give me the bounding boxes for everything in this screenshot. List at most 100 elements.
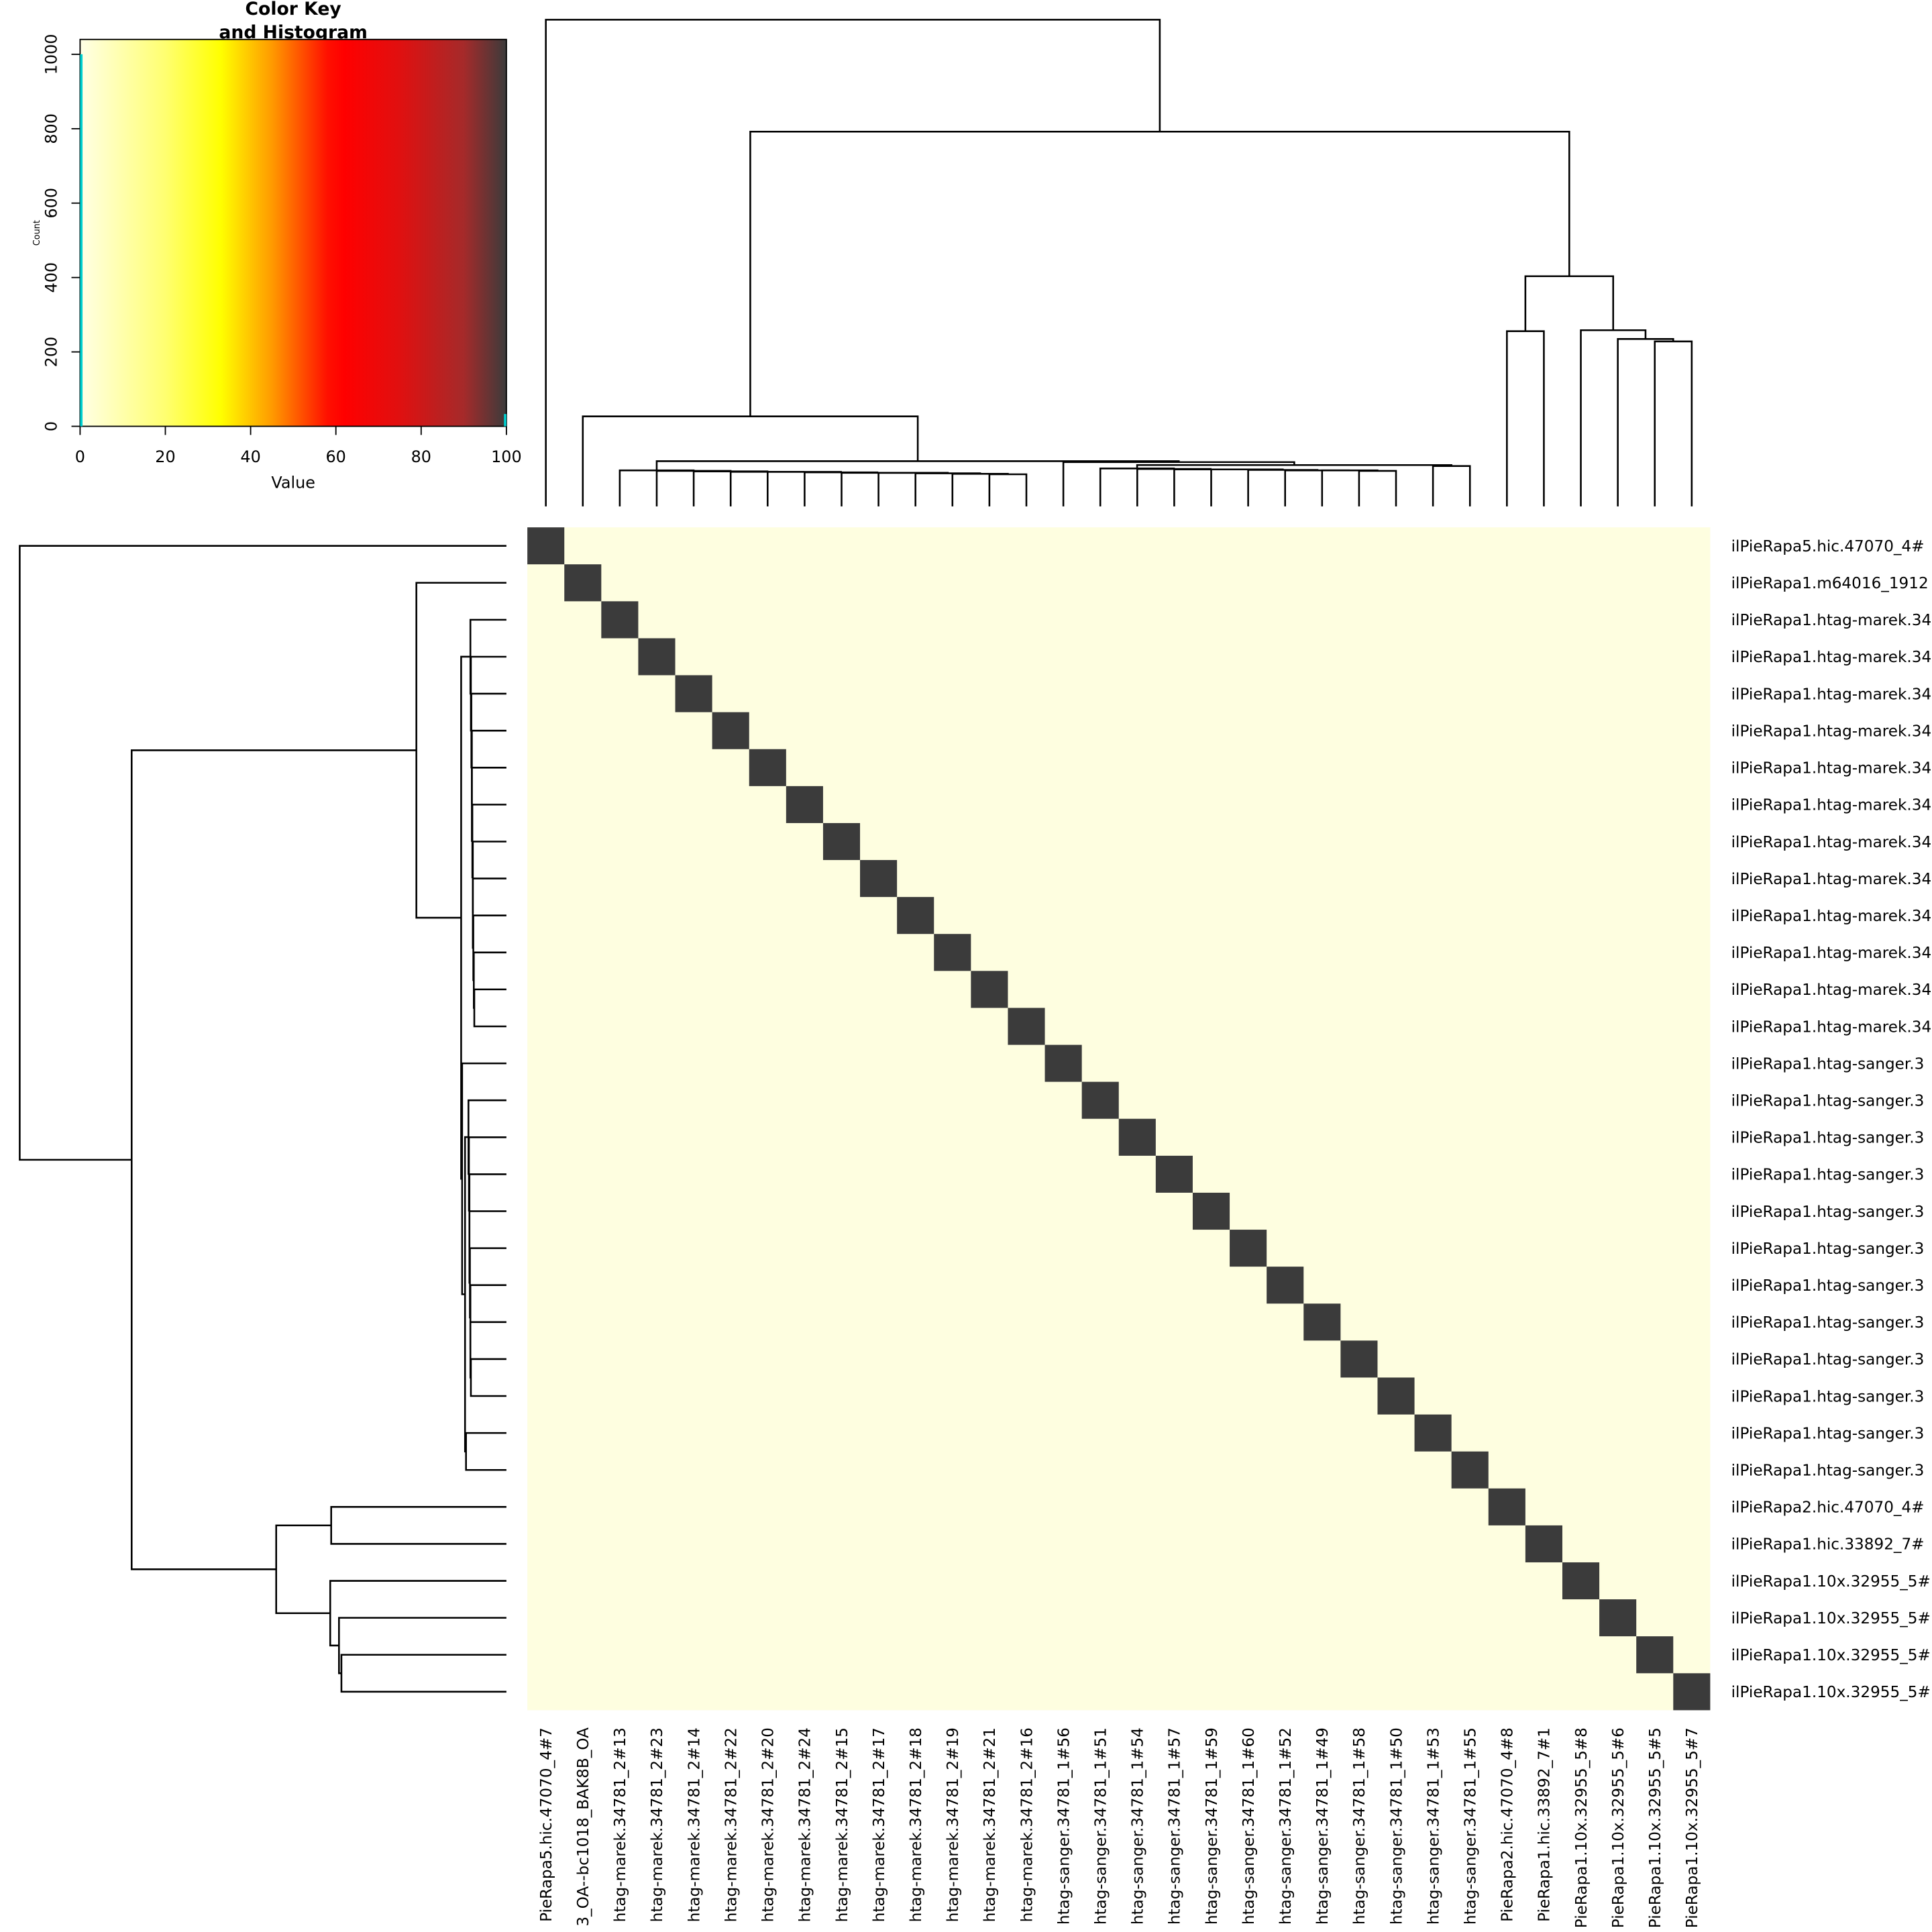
dendrogram-branch <box>415 582 506 919</box>
heatmap-cell-diagonal <box>1377 1377 1415 1415</box>
column-label: htag-marek.34781_2#21 <box>981 1727 999 1922</box>
dendrogram-branch <box>472 914 506 981</box>
dendrogram-branch <box>473 951 506 1009</box>
heatmap-cell-diagonal <box>1081 1081 1119 1119</box>
row-label: ilPieRapa1.htag-marek.34 <box>1731 797 1932 814</box>
column-label: htag-sanger.34781_1#52 <box>1277 1727 1295 1925</box>
row-label: ilPieRapa1.htag-marek.34 <box>1731 1018 1932 1036</box>
column-label: PieRapa1.10x.32955_5#7 <box>1684 1727 1701 1928</box>
heatmap-cell-diagonal <box>934 934 971 971</box>
row-label: ilPieRapa1.htag-sanger.3 <box>1731 1167 1925 1184</box>
heatmap-cell-diagonal <box>897 897 934 934</box>
row-label: ilPieRapa1.htag-sanger.3 <box>1731 1055 1925 1073</box>
dendrogram-branch <box>841 472 914 506</box>
heatmap-cell-diagonal <box>527 527 565 565</box>
color-key-ytick-label: 600 <box>42 188 60 219</box>
heatmap-cell-diagonal <box>1451 1451 1489 1489</box>
heatmap-cell-diagonal <box>675 675 712 712</box>
heatmap-cell-diagonal <box>638 638 676 676</box>
color-key-xtick-label: 60 <box>326 447 346 466</box>
heatmap-cell-diagonal <box>1192 1192 1230 1230</box>
dendrogram-branch <box>470 692 506 769</box>
row-label: ilPieRapa5.hic.47070_4# <box>1731 538 1925 555</box>
column-label: PieRapa5.hic.47070_4#7 <box>538 1727 555 1922</box>
column-label: htag-sanger.34781_1#50 <box>1388 1727 1405 1925</box>
dendrogram-branch <box>330 1506 506 1545</box>
column-label: htag-marek.34781_2#19 <box>945 1727 962 1922</box>
column-label: htag-sanger.34781_1#56 <box>1055 1727 1073 1925</box>
color-key-ylabel: Count <box>32 220 42 246</box>
dendrogram-branch <box>19 545 506 1161</box>
color-key-ytick-label: 1000 <box>42 34 60 75</box>
column-label: htag-sanger.34781_1#54 <box>1130 1727 1147 1925</box>
row-label: ilPieRapa1.htag-marek.34 <box>1731 871 1932 888</box>
row-label: ilPieRapa1.htag-sanger.3 <box>1731 1277 1925 1295</box>
dendrogram-branch <box>472 841 506 914</box>
row-label: ilPieRapa1.htag-marek.34 <box>1731 612 1932 629</box>
heatmap-cell-diagonal <box>1414 1414 1452 1452</box>
color-key-xtick-label: 80 <box>411 447 431 466</box>
column-label: PieRapa1.10x.32955_5#5 <box>1647 1727 1664 1928</box>
dendrogram-branch <box>468 1210 506 1284</box>
dendrogram-branch <box>1524 275 1615 331</box>
heatmap-cell-diagonal <box>1673 1673 1711 1711</box>
column-label: PieRapa2.hic.47070_4#8 <box>1499 1727 1517 1922</box>
column-labels: PieRapa5.hic.47070_4#7 3_OA--bc1018_BAK8B… <box>538 1727 1701 1928</box>
column-label: htag-marek.34781_2#18 <box>908 1727 925 1922</box>
dendrogram-branch <box>1247 469 1319 506</box>
dendrogram-branch <box>469 1284 506 1350</box>
heatmap-cell-diagonal <box>1267 1267 1304 1304</box>
dendrogram-branch <box>1432 465 1471 506</box>
color-key-xtick-label: 0 <box>75 447 85 466</box>
heatmap-grid <box>527 527 1711 1711</box>
heatmap-cell-diagonal <box>1155 1155 1193 1193</box>
row-label: ilPieRapa1.10x.32955_5# <box>1731 1647 1931 1664</box>
heatmap-cell-diagonal <box>822 822 861 861</box>
heatmap-cell-diagonal <box>1118 1118 1156 1156</box>
row-labels: ilPieRapa5.hic.47070_4#ilPieRapa1.m64016… <box>1731 538 1932 1701</box>
column-label: htag-marek.34781_2#20 <box>760 1727 777 1922</box>
color-key-ytick-label: 800 <box>42 113 60 144</box>
color-key-ytick-label: 0 <box>42 421 60 431</box>
row-label: ilPieRapa1.htag-marek.34 <box>1731 722 1932 740</box>
dendrogram-branch <box>1617 338 1674 506</box>
dendrogram-branch <box>464 1136 469 1452</box>
row-label: ilPieRapa1.htag-marek.34 <box>1731 686 1932 703</box>
color-key-gradient <box>79 38 507 427</box>
dendrogram-branch <box>914 472 981 506</box>
column-label: htag-sanger.34781_1#55 <box>1462 1727 1479 1925</box>
row-label: ilPieRapa1.10x.32955_5# <box>1731 1610 1931 1627</box>
row-label: ilPieRapa1.htag-marek.34 <box>1731 945 1932 962</box>
heatmap-cell-diagonal <box>1303 1303 1341 1341</box>
heatmap-cell-diagonal <box>1599 1599 1637 1637</box>
row-label: ilPieRapa1.htag-sanger.3 <box>1731 1425 1925 1442</box>
color-key-ytick-label: 200 <box>42 337 60 368</box>
dendrogram-branch <box>951 473 1009 506</box>
row-label: ilPieRapa1.htag-sanger.3 <box>1731 1240 1925 1258</box>
column-label: htag-sanger.34781_1#57 <box>1167 1727 1184 1925</box>
column-label: htag-marek.34781_2#23 <box>649 1727 666 1922</box>
row-label: ilPieRapa1.10x.32955_5# <box>1731 1684 1931 1701</box>
dendrogram-branch <box>1321 469 1379 506</box>
heatmap-cell-diagonal <box>601 601 639 639</box>
dendrogram-branch <box>1284 469 1350 506</box>
heatmap-cell-diagonal <box>1008 1008 1045 1045</box>
dendrogram-branch <box>988 473 1028 506</box>
dendrogram-branch <box>130 749 417 1570</box>
heatmap-cell-diagonal <box>749 749 786 786</box>
dendrogram-branch <box>1654 340 1693 506</box>
column-label: 3_OA--bc1018_BAK8B_OA <box>575 1727 592 1927</box>
dendrogram-branch <box>1580 329 1647 506</box>
column-label: PieRapa1.hic.33892_7#1 <box>1536 1727 1554 1922</box>
row-label: ilPieRapa1.htag-sanger.3 <box>1731 1351 1925 1368</box>
color-key-title-1: Color Key <box>246 0 341 19</box>
dendrogram-branch <box>275 1524 331 1615</box>
row-label: ilPieRapa1.htag-marek.34 <box>1731 834 1932 851</box>
dendrogram-branch <box>338 1617 506 1674</box>
heatmap-cell-diagonal <box>860 860 898 898</box>
heatmap-cell-diagonal <box>1562 1562 1600 1600</box>
dendrogram-branch <box>582 415 919 506</box>
heatmap-cell-diagonal <box>1525 1525 1562 1562</box>
column-label: htag-sanger.34781_1#58 <box>1351 1727 1368 1925</box>
heatmap-cell-diagonal <box>564 564 602 602</box>
